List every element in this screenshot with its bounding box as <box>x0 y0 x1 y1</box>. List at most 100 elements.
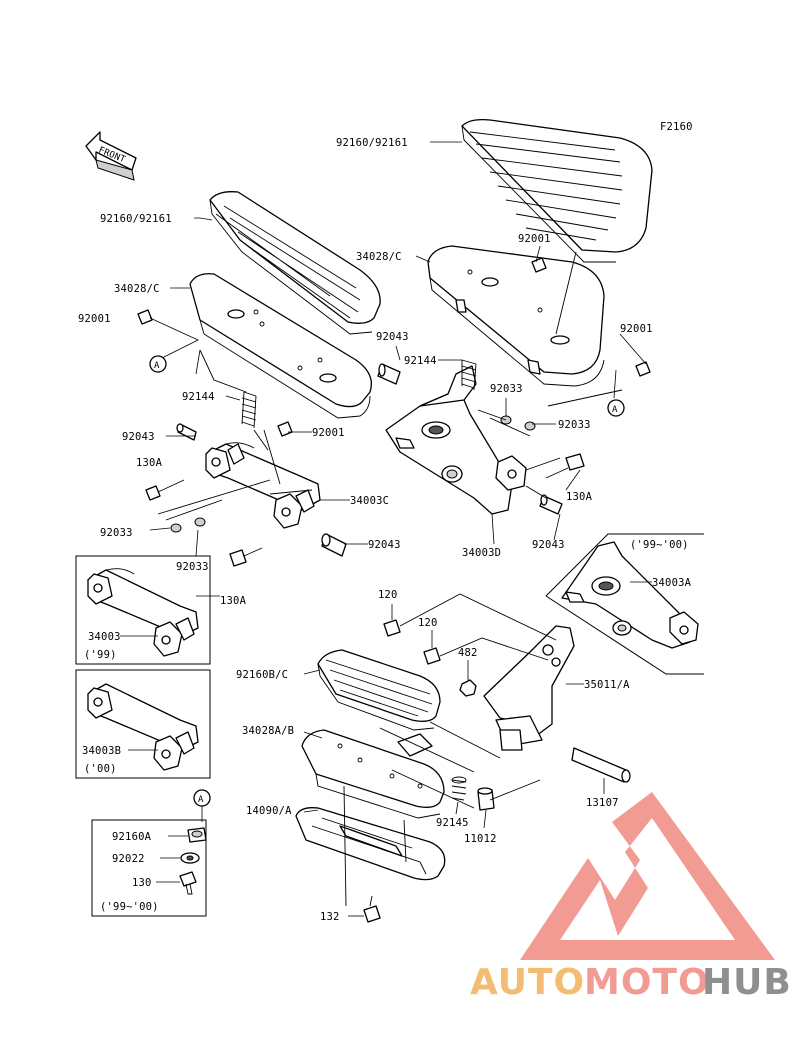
label-482: 482 <box>458 647 478 659</box>
floorboard-rear <box>317 649 441 731</box>
label-92144-right: 92144 <box>404 355 437 367</box>
watermark-logo: AUTO MOTO HUB <box>470 792 792 1003</box>
label-92160-92161-right: 92160/92161 <box>336 137 408 149</box>
label-92144-left: 92144 <box>182 391 215 403</box>
nut-482 <box>459 660 477 697</box>
label-132: 132 <box>320 911 340 923</box>
label-34003d: 34003D <box>462 547 501 559</box>
callout-a-right: A <box>607 399 625 417</box>
washer-left-b <box>194 517 206 527</box>
inset-box-99 <box>75 555 211 665</box>
label-120-a: 120 <box>378 589 398 601</box>
label-34003c: 34003C <box>350 495 389 507</box>
diagram-code: F2160 <box>660 121 693 133</box>
label-92022: 92022 <box>112 853 145 865</box>
bolt-130a-right <box>545 453 585 479</box>
inset-bracket-34003b <box>87 683 199 771</box>
cover-rear <box>295 807 446 881</box>
washer-left-a <box>170 523 182 533</box>
bolt-left-92001-top <box>137 309 153 325</box>
bracket-left-34003c <box>205 442 321 529</box>
label-92033-left-a: 92033 <box>100 527 133 539</box>
kit-bolt-130 <box>179 871 197 895</box>
label-34028c-right: 34028/C <box>356 251 402 263</box>
washer-right-b <box>524 421 536 431</box>
bracket-a-frame <box>545 533 704 675</box>
watermark-text-moto: MOTO <box>584 962 710 1003</box>
label-34028a-b: 34028A/B <box>242 725 294 737</box>
bolt-right-92001-side <box>635 361 651 377</box>
label-14090-a: 14090/A <box>246 805 292 817</box>
label-34003: 34003 <box>88 631 121 643</box>
label-11012: 11012 <box>464 833 497 845</box>
bolt-left-lower <box>229 547 263 567</box>
label-120-b: 120 <box>418 617 438 629</box>
plate-right <box>427 245 605 387</box>
bolt-left-92001 <box>277 421 293 437</box>
plate-left <box>189 273 373 419</box>
label-bracket-a-years: ('99~'00) <box>630 539 689 551</box>
bolt-120-a <box>383 604 401 637</box>
callout-a-right-letter: A <box>612 405 618 415</box>
kit-92160a <box>187 827 207 843</box>
label-92033-left-b: 92033 <box>176 561 209 573</box>
label-kit-years: ('99~'00) <box>100 901 159 913</box>
label-92043-right-a: 92043 <box>376 331 409 343</box>
label-92145: 92145 <box>436 817 469 829</box>
label-92160-92161-left: 92160/92161 <box>100 213 172 225</box>
label-130a-right: 130A <box>566 491 593 503</box>
label-inset1-years: ('99) <box>84 649 117 661</box>
label-92043-right-b: 92043 <box>532 539 565 551</box>
spring-92145 <box>451 776 467 801</box>
plate-rear <box>301 729 445 819</box>
bracket-a-34003a <box>561 541 699 649</box>
floorboard-left-top <box>209 191 381 335</box>
bolt-132 <box>363 895 381 923</box>
label-130-kit: 130 <box>132 877 152 889</box>
pin-13107 <box>571 747 631 783</box>
label-92001-left-b: 92001 <box>312 427 345 439</box>
kit-inset-box <box>91 819 207 917</box>
callout-a-left-letter: A <box>154 361 160 371</box>
bolt-130a-left <box>145 479 185 501</box>
label-130a-inset: 130A <box>220 595 247 607</box>
bracket-35011 <box>483 625 575 751</box>
watermark-triangle-icon <box>520 792 775 960</box>
floorboard-right-top <box>461 118 653 263</box>
watermark-text-hub: HUB <box>702 962 792 1003</box>
label-34028c-left: 34028/C <box>114 283 160 295</box>
label-92043-left-b: 92043 <box>368 539 401 551</box>
label-92001-right-side: 92001 <box>620 323 653 335</box>
callout-a-kit: A <box>193 789 211 807</box>
label-92160a: 92160A <box>112 831 152 843</box>
front-arrow-icon: FRONT <box>85 131 137 181</box>
label-92001-left: 92001 <box>78 313 111 325</box>
bolt-right-92001 <box>531 257 547 273</box>
collar-11012 <box>477 787 495 811</box>
pin-right-a <box>377 363 401 385</box>
label-92033-right-b: 92033 <box>558 419 591 431</box>
label-13107: 13107 <box>586 797 619 809</box>
label-130a-left: 130A <box>136 457 163 469</box>
label-92160b-c: 92160B/C <box>236 669 288 681</box>
spring-left <box>241 391 257 429</box>
label-35011-a: 35011/A <box>584 679 630 691</box>
pin-left-a <box>176 423 197 441</box>
label-inset2-years: ('00) <box>84 763 117 775</box>
inset-bracket-34003 <box>87 568 199 657</box>
kit-92022 <box>180 852 200 864</box>
label-92033-right-a: 92033 <box>490 383 523 395</box>
pin-right-b <box>539 494 563 515</box>
pin-left-b <box>321 533 347 557</box>
callout-a-left: A <box>149 355 167 373</box>
watermark-text-auto: AUTO <box>470 962 585 1003</box>
spring-right <box>461 359 477 391</box>
bolt-120-b <box>423 630 441 665</box>
label-92043-left-a: 92043 <box>122 431 155 443</box>
label-92001-right-top: 92001 <box>518 233 551 245</box>
label-34003b: 34003B <box>82 745 121 757</box>
inset-box-00 <box>75 669 211 779</box>
callout-a-kit-letter: A <box>198 795 204 805</box>
label-34003a: 34003A <box>652 577 692 589</box>
